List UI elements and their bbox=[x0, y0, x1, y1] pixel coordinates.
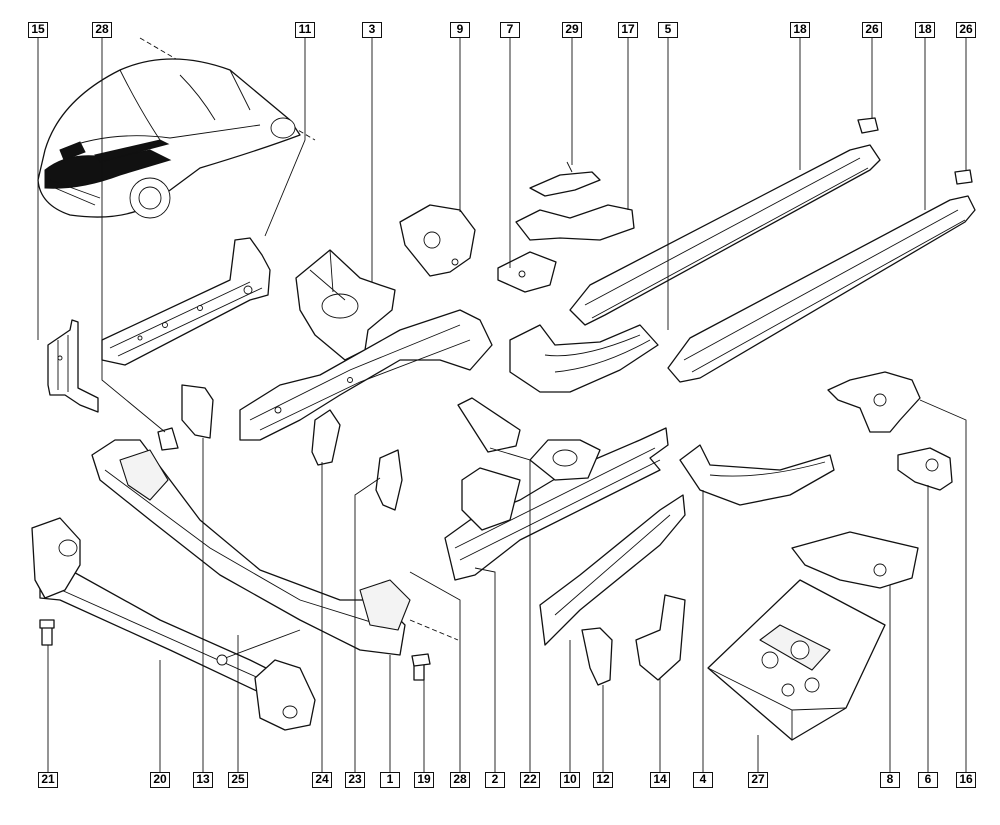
clip-bracket bbox=[529, 161, 601, 197]
callout-3: 3 bbox=[362, 22, 382, 38]
callout-28: 28 bbox=[92, 22, 112, 38]
callout-5: 5 bbox=[658, 22, 678, 38]
callout-21: 21 bbox=[38, 772, 58, 788]
bracket-14 bbox=[635, 594, 686, 681]
callout-26-lower: 26 bbox=[956, 22, 976, 38]
callout-9: 9 bbox=[450, 22, 470, 38]
callout-22: 22 bbox=[520, 772, 540, 788]
callout-8: 8 bbox=[880, 772, 900, 788]
left-upright-bracket bbox=[47, 319, 99, 413]
front-side-member-right bbox=[444, 397, 669, 581]
sill-rail-upper bbox=[569, 144, 881, 326]
callout-23: 23 bbox=[345, 772, 365, 788]
arch-cover-right bbox=[679, 444, 835, 506]
small-bracket bbox=[497, 251, 557, 293]
small-plate-right bbox=[897, 447, 953, 491]
gusset-bracket bbox=[515, 204, 635, 241]
sill-rail-lower bbox=[667, 195, 976, 383]
callout-4: 4 bbox=[693, 772, 713, 788]
callout-6: 6 bbox=[918, 772, 938, 788]
callout-18-upper: 18 bbox=[790, 22, 810, 38]
front-side-member bbox=[101, 237, 271, 366]
engine-mount-left bbox=[31, 517, 81, 599]
callout-10: 10 bbox=[560, 772, 580, 788]
leader-lines bbox=[37, 37, 967, 772]
gusset-plates bbox=[157, 384, 403, 511]
callout-24: 24 bbox=[312, 772, 332, 788]
bumper-beam bbox=[91, 439, 459, 656]
callout-29: 29 bbox=[562, 22, 582, 38]
callout-15: 15 bbox=[28, 22, 48, 38]
callout-28-bottom: 28 bbox=[450, 772, 470, 788]
wheel-arch-upper bbox=[295, 249, 396, 361]
callout-20: 20 bbox=[150, 772, 170, 788]
end-cap bbox=[857, 117, 973, 185]
engine-mount-right bbox=[254, 659, 316, 731]
callout-12: 12 bbox=[593, 772, 613, 788]
pin bbox=[216, 629, 301, 666]
callout-27: 27 bbox=[748, 772, 768, 788]
arch-cover-left bbox=[509, 324, 659, 393]
callout-14: 14 bbox=[650, 772, 670, 788]
floor-panel bbox=[791, 531, 919, 589]
callout-1: 1 bbox=[380, 772, 400, 788]
callout-2: 2 bbox=[485, 772, 505, 788]
callout-16: 16 bbox=[956, 772, 976, 788]
callout-25: 25 bbox=[228, 772, 248, 788]
callout-11: 11 bbox=[295, 22, 315, 38]
callout-18-lower: 18 bbox=[915, 22, 935, 38]
box-of-fasteners bbox=[707, 579, 886, 741]
car-overview bbox=[37, 37, 316, 219]
main-rail bbox=[239, 309, 493, 441]
small-bracket-12 bbox=[581, 627, 613, 686]
callout-7: 7 bbox=[500, 22, 520, 38]
callout-19: 19 bbox=[414, 772, 434, 788]
mount-bracket-right bbox=[827, 371, 921, 433]
side-panel-right bbox=[539, 494, 686, 646]
callout-13: 13 bbox=[193, 772, 213, 788]
callout-26-upper: 26 bbox=[862, 22, 882, 38]
upper-panel-bracket bbox=[399, 204, 476, 277]
callout-17: 17 bbox=[618, 22, 638, 38]
